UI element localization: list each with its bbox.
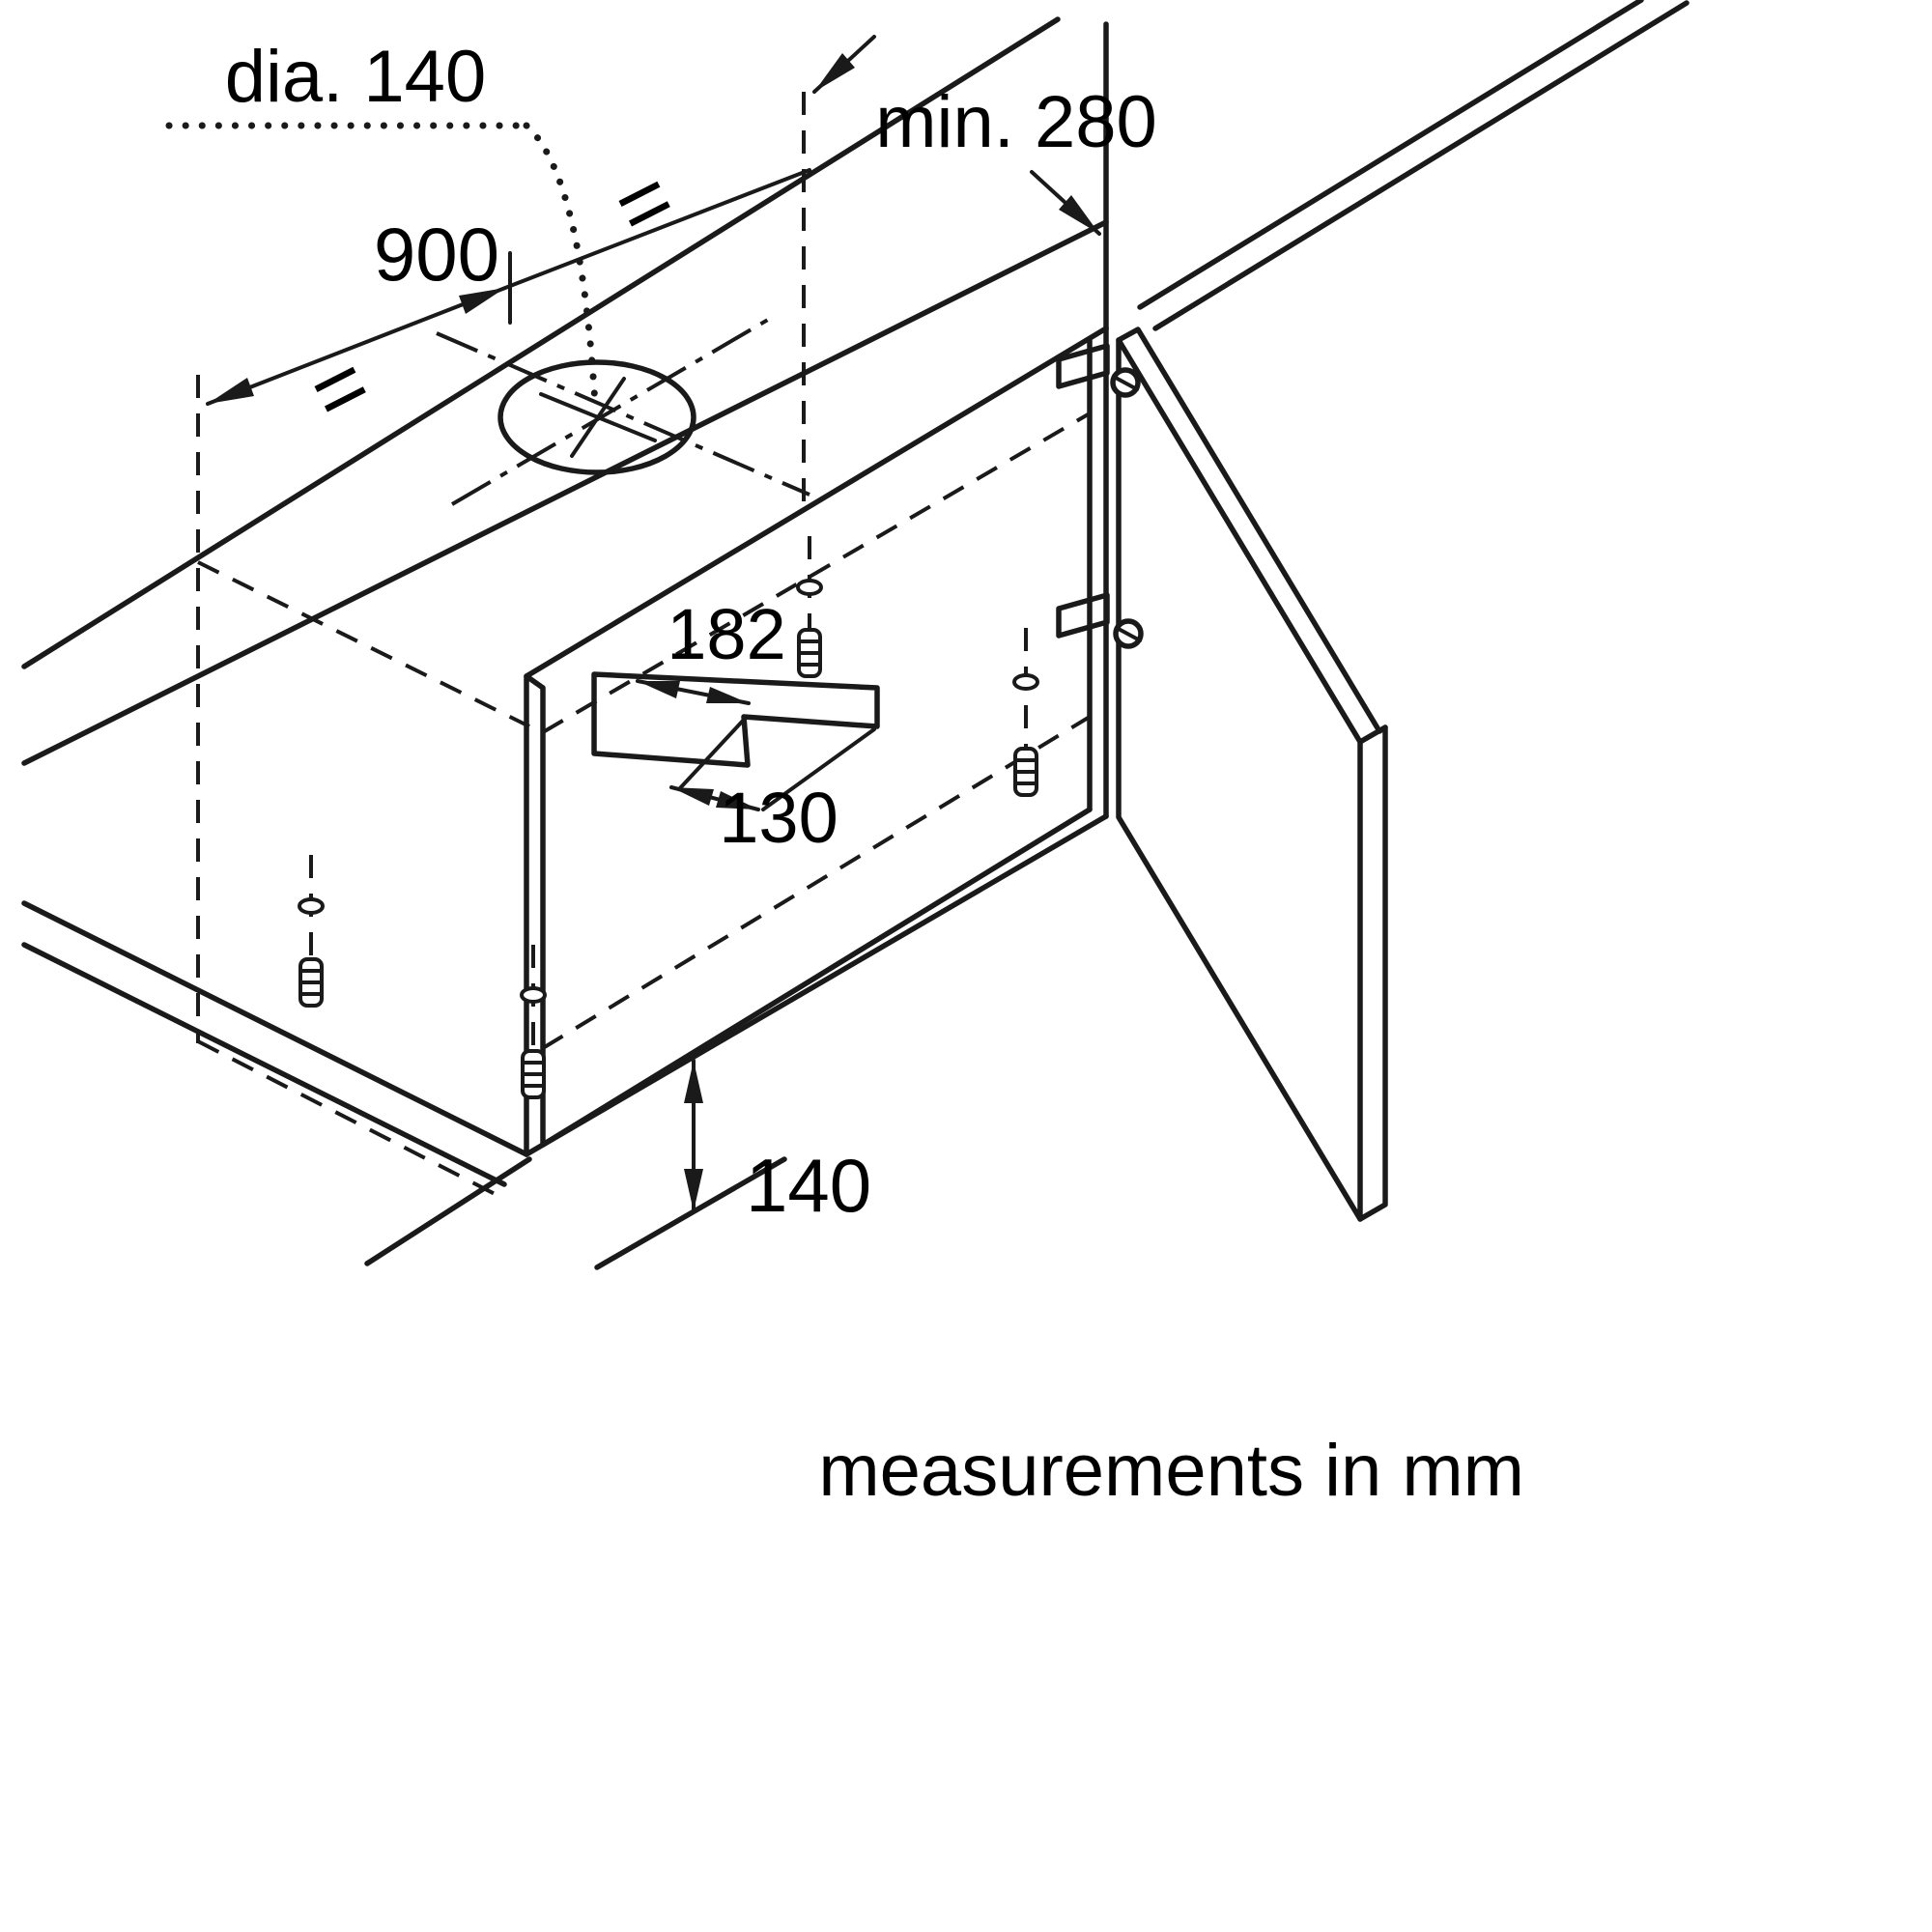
lower-run-edge-1 bbox=[21, 900, 529, 1157]
screw-thread-2 bbox=[1013, 758, 1038, 785]
dimension-lines bbox=[206, 35, 1101, 1213]
washer-2 bbox=[1012, 673, 1039, 691]
screw-thread-4 bbox=[521, 1061, 546, 1088]
screw-thread-3 bbox=[298, 969, 324, 996]
hole-centerline-a bbox=[436, 331, 810, 497]
units-caption: measurements in mm bbox=[818, 1430, 1524, 1512]
hidden-edges bbox=[196, 92, 1092, 1200]
hinge-block-bottom bbox=[1056, 592, 1110, 639]
cabinet-structure bbox=[21, 0, 1690, 1270]
base-plate-cutout-outline bbox=[591, 671, 880, 768]
hinge-screw-bottom-slot bbox=[1115, 626, 1142, 642]
door-panel bbox=[1056, 327, 1388, 1222]
run-continuation-right-2 bbox=[1152, 0, 1690, 331]
width-900-label: 900 bbox=[374, 212, 499, 297]
width-900-arrow-right bbox=[459, 288, 505, 314]
bottom-corner-line bbox=[364, 1156, 532, 1266]
hinge-screw-top-slot bbox=[1112, 375, 1139, 391]
height-140-label: 140 bbox=[746, 1143, 871, 1228]
width-900-dim-line bbox=[206, 168, 811, 406]
door-thickness-edge bbox=[1357, 724, 1388, 1222]
equal-mark-right: = bbox=[599, 148, 690, 259]
hinge-block-top bbox=[1056, 343, 1110, 389]
cabinet-top-front-edge bbox=[524, 326, 1109, 679]
duct-hole-circle bbox=[497, 359, 696, 475]
hole-center-cross bbox=[539, 377, 657, 458]
screw-thread-1 bbox=[797, 639, 822, 667]
top-panel-back-edge bbox=[21, 16, 1061, 669]
min-280-arrow-right bbox=[1059, 195, 1099, 234]
hole-diameter-label: dia. 140 bbox=[225, 36, 486, 118]
hidden-top-left-edge bbox=[197, 560, 530, 728]
hidden-bottom-left-edge bbox=[197, 1039, 503, 1200]
lower-run-edge-2 bbox=[21, 942, 507, 1187]
cutout-130-arrow-left bbox=[671, 787, 714, 806]
washer-1 bbox=[796, 579, 823, 596]
min-280-label: min. 280 bbox=[875, 81, 1157, 163]
height-140-arrow-bottom bbox=[684, 1169, 703, 1211]
width-900-arrow-left bbox=[208, 378, 254, 404]
cutout-182-arrow-left bbox=[638, 681, 680, 698]
equal-mark-left: = bbox=[295, 333, 385, 444]
cutout-182-arrow-right bbox=[706, 687, 749, 703]
cutout-130-label: 130 bbox=[719, 778, 838, 858]
hood-base-plate bbox=[591, 671, 880, 768]
dimension-labels: dia. 140 900 = = min. 280 182 130 140 me… bbox=[225, 36, 1524, 1512]
door-face bbox=[1116, 337, 1363, 1222]
door-top-edge bbox=[1116, 327, 1388, 734]
cutout-182-label: 182 bbox=[667, 594, 785, 674]
hole-centerline-b bbox=[450, 315, 775, 506]
washer-3 bbox=[298, 897, 325, 915]
cabinet-right-panel-edges bbox=[1087, 326, 1109, 819]
cutout-130-arrow-right bbox=[716, 791, 758, 810]
fixing-screws bbox=[298, 579, 1039, 1099]
top-panel-front-edge bbox=[21, 219, 1109, 766]
height-140-arrow-top bbox=[684, 1061, 703, 1103]
height-140-extension-line bbox=[594, 1156, 787, 1270]
run-continuation-right-1 bbox=[1137, 0, 1644, 310]
washer-4 bbox=[520, 986, 547, 1004]
cabinet-bottom-inner-edge bbox=[540, 807, 1093, 1148]
diameter-leader-curve bbox=[523, 122, 599, 408]
duct-hole bbox=[165, 122, 810, 506]
hidden-inner-top-edge bbox=[541, 412, 1092, 734]
min-280-arrow-left bbox=[814, 53, 855, 92]
hidden-inner-bottom-edge bbox=[541, 715, 1092, 1050]
